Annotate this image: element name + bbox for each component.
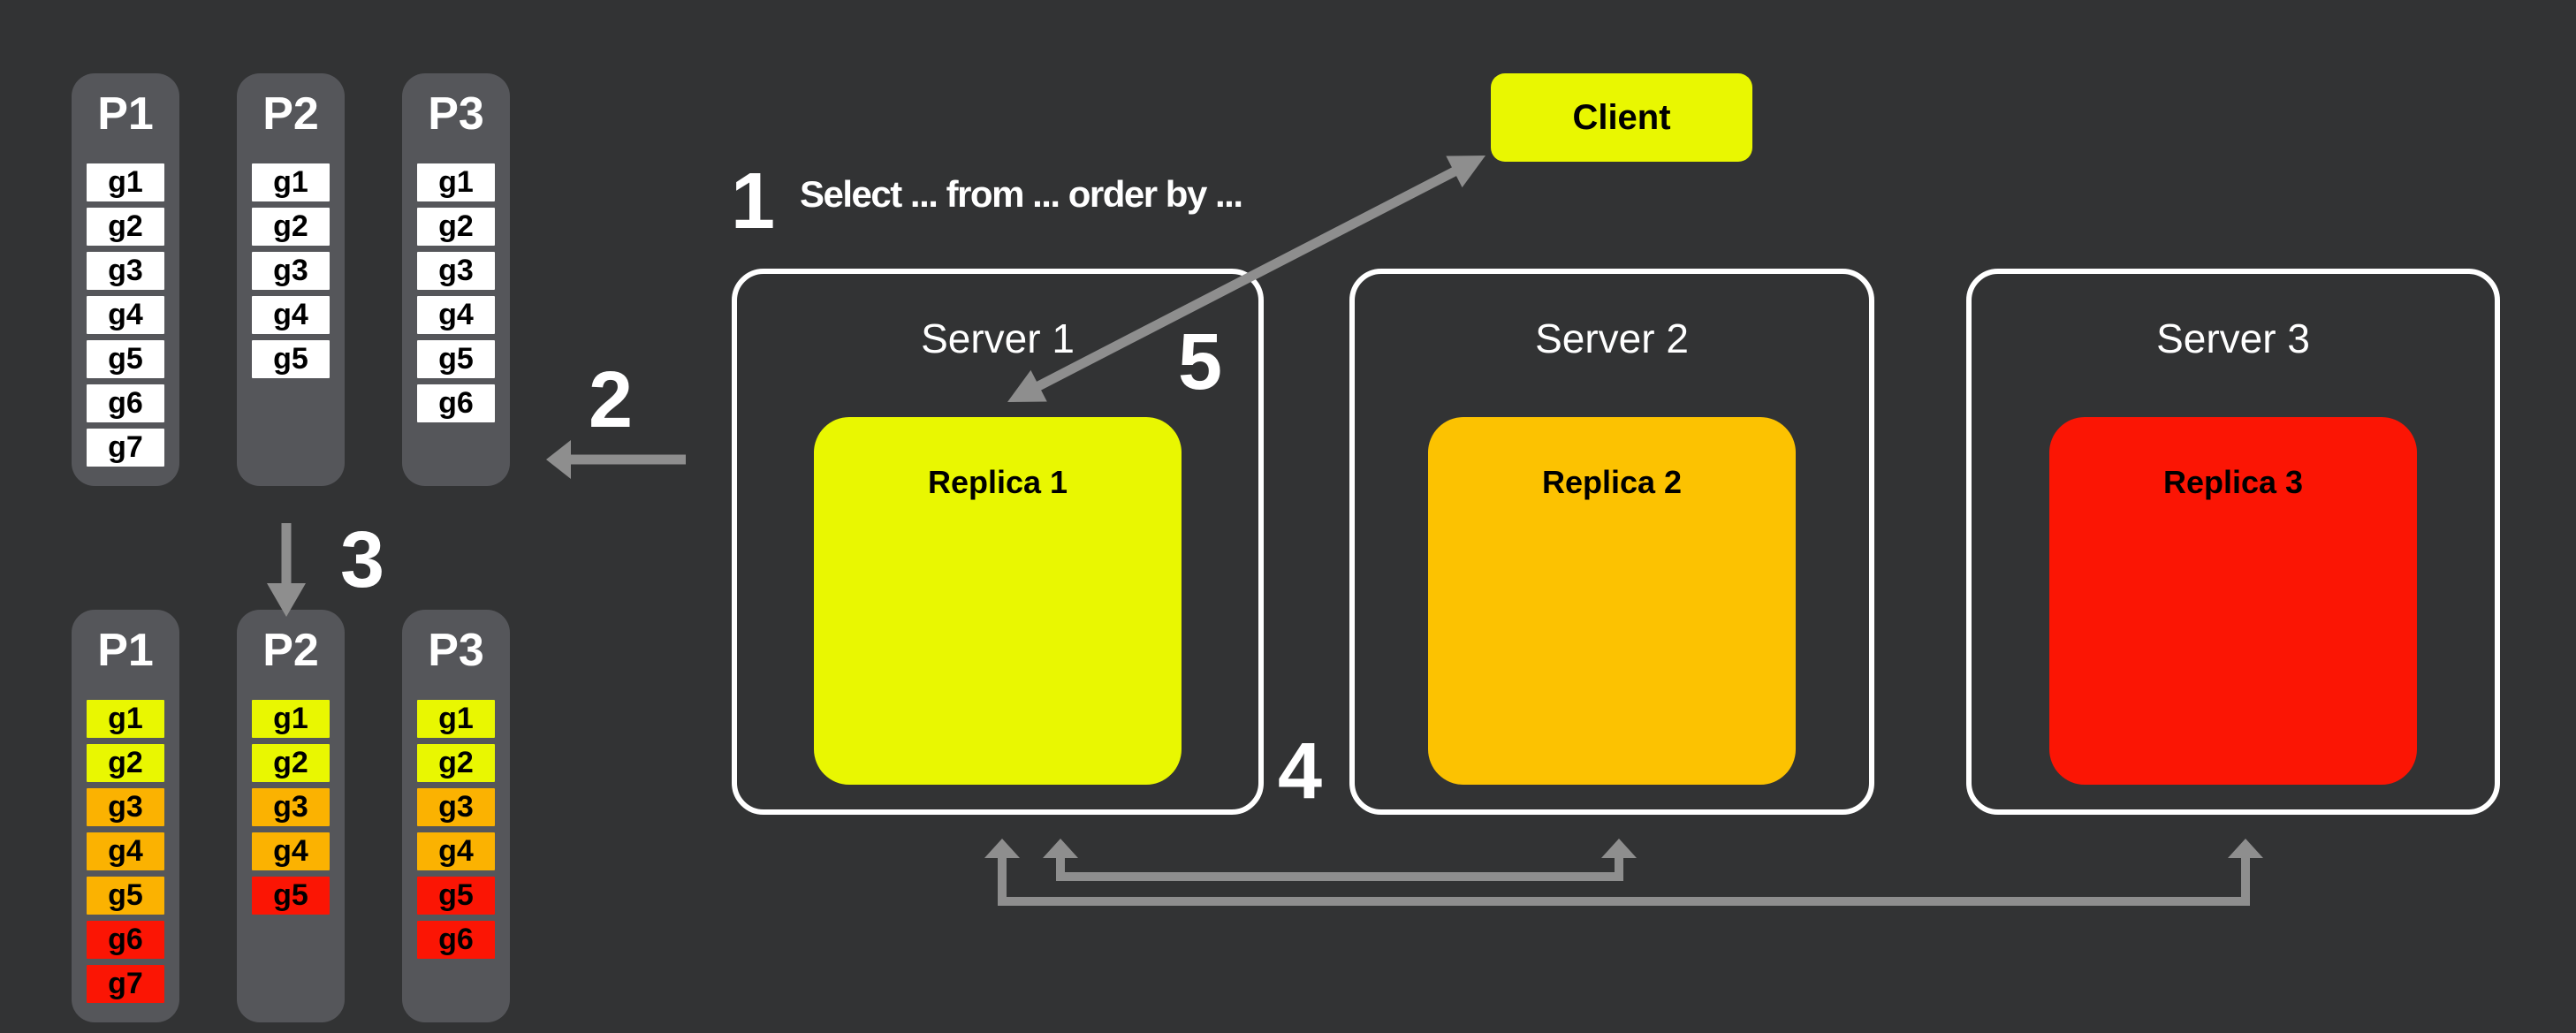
partition-column-p2-after: P2 g1 g2 g3 g4 g5 (237, 610, 345, 1022)
segment: g3 (87, 788, 164, 826)
partition-column-p2-before: P2 g1 g2 g3 g4 g5 (237, 73, 345, 486)
query-text: Select ... from ... order by ... (800, 173, 1243, 215)
replica-1-box: Replica 1 (814, 417, 1182, 785)
replication-arrow-server1-server3 (984, 839, 2263, 906)
segment: g2 (417, 208, 495, 246)
step-1-label: 1 (731, 157, 776, 246)
server-title: Server 2 (1535, 315, 1689, 361)
segment: g4 (252, 832, 330, 870)
segment: g2 (417, 744, 495, 782)
replica-label: Replica 3 (2162, 464, 2304, 500)
partition-column-p1-before: P1 g1 g2 g3 g4 g5 g6 g7 (72, 73, 179, 486)
step-5-label: 5 (1178, 318, 1223, 406)
partition-label: P2 (262, 88, 319, 140)
segment: g7 (87, 429, 164, 467)
segment: g1 (252, 700, 330, 738)
partition-column-p1-after: P1 g1 g2 g3 g4 g5 g6 g7 (72, 610, 179, 1022)
partition-label: P2 (262, 625, 319, 676)
server-title: Server 3 (2156, 315, 2310, 361)
replica-label: Replica 2 (1541, 464, 1683, 500)
segment: g6 (417, 921, 495, 959)
segment: g2 (87, 208, 164, 246)
replica-label: Replica 1 (927, 464, 1068, 500)
segment: g1 (417, 700, 495, 738)
partition-label: P1 (97, 88, 154, 140)
segment: g5 (417, 340, 495, 378)
replica-2-box: Replica 2 (1428, 417, 1796, 785)
client-node: Client (1491, 73, 1752, 162)
segment: g4 (87, 832, 164, 870)
segment: g3 (252, 788, 330, 826)
segment: g6 (417, 384, 495, 422)
segment: g3 (252, 252, 330, 290)
segment: g5 (417, 877, 495, 915)
segment: g6 (87, 384, 164, 422)
segment: g2 (252, 744, 330, 782)
segment: g5 (252, 877, 330, 915)
segment: g5 (87, 340, 164, 378)
segment: g1 (252, 163, 330, 201)
partition-column-p3-after: P3 g1 g2 g3 g4 g5 g6 (402, 610, 510, 1022)
step-4-label: 4 (1278, 727, 1323, 816)
replication-arrow-server1-server2 (1043, 839, 1637, 881)
segment: g3 (417, 252, 495, 290)
partition-label: P3 (428, 88, 484, 140)
partition-label: P1 (97, 625, 154, 676)
segment: g1 (87, 700, 164, 738)
step-3-arrow (267, 523, 306, 617)
step-3-label: 3 (340, 516, 385, 604)
step-2-label: 2 (589, 356, 634, 444)
partition-column-p3-before: P3 g1 g2 g3 g4 g5 g6 (402, 73, 510, 486)
segment: g5 (252, 340, 330, 378)
replica-3-box: Replica 3 (2049, 417, 2417, 785)
segment: g1 (417, 163, 495, 201)
segment: g4 (417, 832, 495, 870)
segment: g5 (87, 877, 164, 915)
step-2-arrow (546, 440, 686, 479)
segment: g4 (252, 296, 330, 334)
segment: g3 (87, 252, 164, 290)
server-1-box: Server 1 Replica 1 (732, 269, 1264, 815)
segment: g3 (417, 788, 495, 826)
segment: g4 (87, 296, 164, 334)
segment: g2 (87, 744, 164, 782)
segment: g4 (417, 296, 495, 334)
segment: g1 (87, 163, 164, 201)
partition-label: P3 (428, 625, 484, 676)
server-3-box: Server 3 Replica 3 (1966, 269, 2500, 815)
segment: g2 (252, 208, 330, 246)
server-2-box: Server 2 Replica 2 (1349, 269, 1874, 815)
segment: g6 (87, 921, 164, 959)
segment: g7 (87, 965, 164, 1003)
